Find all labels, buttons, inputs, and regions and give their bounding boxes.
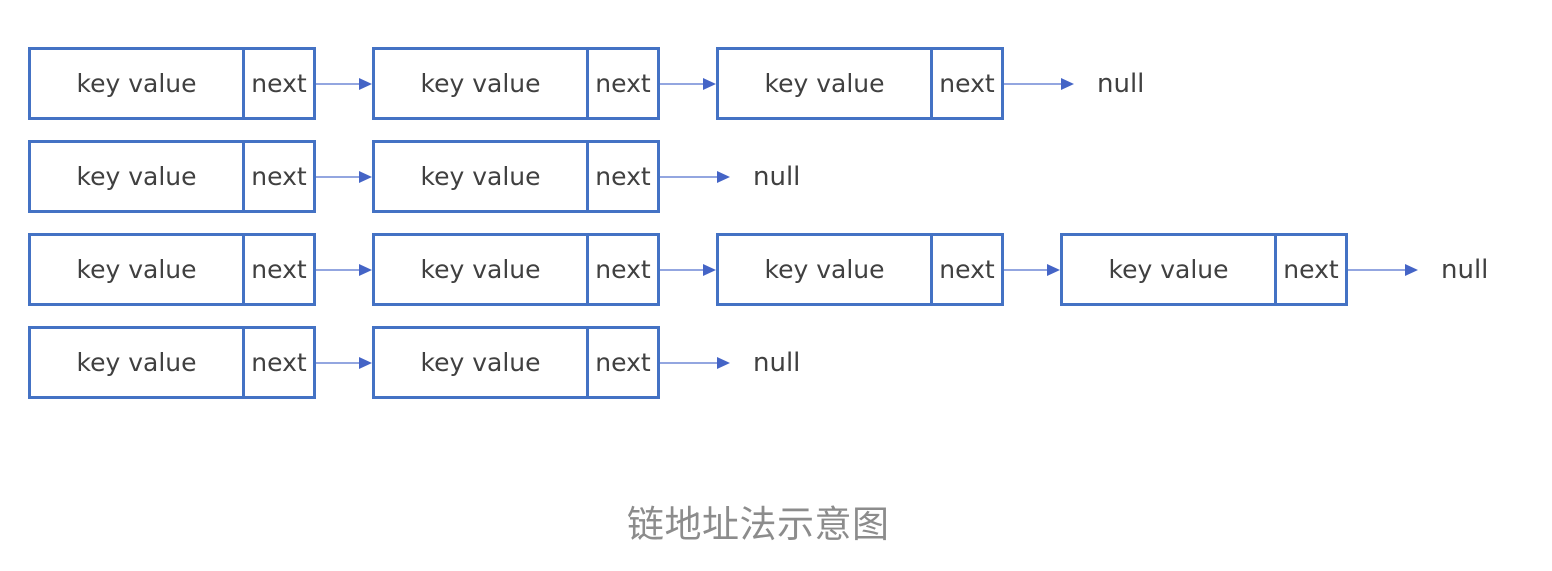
key-value-cell: key value: [420, 69, 541, 98]
linked-list-node: key value next: [372, 326, 660, 399]
arrow-right-icon: [316, 356, 372, 369]
arrow-head: [1047, 263, 1060, 276]
chain-row: key value next key value next null: [28, 326, 1488, 399]
next-pointer-cell: next: [242, 329, 313, 396]
key-value-cell: key value: [76, 69, 197, 98]
next-pointer-cell: next: [930, 236, 1001, 303]
key-value-cell: key value: [76, 162, 197, 191]
arrow-right-icon: [660, 77, 716, 90]
arrow-head: [359, 263, 372, 276]
next-pointer-cell: next: [242, 50, 313, 117]
next-pointer-cell: next: [586, 236, 657, 303]
linked-list-node: key value next: [28, 47, 316, 120]
chain-row: key value next key value next key value …: [28, 233, 1488, 306]
linked-list-node: key value next: [28, 233, 316, 306]
arrow-line: [1348, 268, 1405, 271]
chain-row: key value next key value next key value …: [28, 47, 1488, 120]
arrow-line: [660, 268, 703, 271]
linked-list-node: key value next: [28, 326, 316, 399]
arrow-right-icon: [660, 356, 730, 369]
linked-list-node: key value next: [716, 233, 1004, 306]
key-value-cell: key value: [764, 255, 885, 284]
null-label: null: [753, 347, 801, 378]
arrow-head: [703, 263, 716, 276]
key-value-cell: key value: [76, 255, 197, 284]
arrow-line: [660, 82, 703, 85]
linked-list-node: key value next: [372, 47, 660, 120]
arrow-head: [703, 77, 716, 90]
diagram-rows: key value next key value next key value …: [28, 47, 1488, 419]
linked-list-node: key value next: [28, 140, 316, 213]
arrow-line: [316, 361, 359, 364]
next-pointer-cell: next: [586, 143, 657, 210]
arrow-head: [717, 170, 730, 183]
arrow-right-icon: [1004, 263, 1060, 276]
linked-list-node: key value next: [372, 233, 660, 306]
arrow-line: [660, 361, 717, 364]
linked-list-node: key value next: [372, 140, 660, 213]
arrow-right-icon: [1348, 263, 1418, 276]
arrow-right-icon: [660, 170, 730, 183]
null-label: null: [753, 161, 801, 192]
next-pointer-cell: next: [242, 143, 313, 210]
arrow-line: [1004, 268, 1047, 271]
linked-list-node: key value next: [1060, 233, 1348, 306]
arrow-right-icon: [316, 77, 372, 90]
arrow-line: [316, 268, 359, 271]
diagram-caption: 链地址法示意图: [627, 503, 890, 546]
key-value-cell: key value: [76, 348, 197, 377]
next-pointer-cell: next: [586, 50, 657, 117]
key-value-cell: key value: [420, 348, 541, 377]
arrow-head: [359, 356, 372, 369]
arrow-line: [660, 175, 717, 178]
arrow-right-icon: [660, 263, 716, 276]
arrow-right-icon: [316, 263, 372, 276]
next-pointer-cell: next: [242, 236, 313, 303]
key-value-cell: key value: [420, 255, 541, 284]
arrow-head: [1405, 263, 1418, 276]
arrow-head: [359, 77, 372, 90]
arrow-head: [359, 170, 372, 183]
next-pointer-cell: next: [930, 50, 1001, 117]
arrow-line: [316, 82, 359, 85]
linked-list-node: key value next: [716, 47, 1004, 120]
key-value-cell: key value: [764, 69, 885, 98]
key-value-cell: key value: [420, 162, 541, 191]
chain-row: key value next key value next null: [28, 140, 1488, 213]
arrow-right-icon: [316, 170, 372, 183]
arrow-head: [1061, 77, 1074, 90]
arrow-head: [717, 356, 730, 369]
key-value-cell: key value: [1108, 255, 1229, 284]
arrow-right-icon: [1004, 77, 1074, 90]
next-pointer-cell: next: [1274, 236, 1345, 303]
null-label: null: [1097, 68, 1145, 99]
arrow-line: [316, 175, 359, 178]
next-pointer-cell: next: [586, 329, 657, 396]
null-label: null: [1441, 254, 1489, 285]
arrow-line: [1004, 82, 1061, 85]
